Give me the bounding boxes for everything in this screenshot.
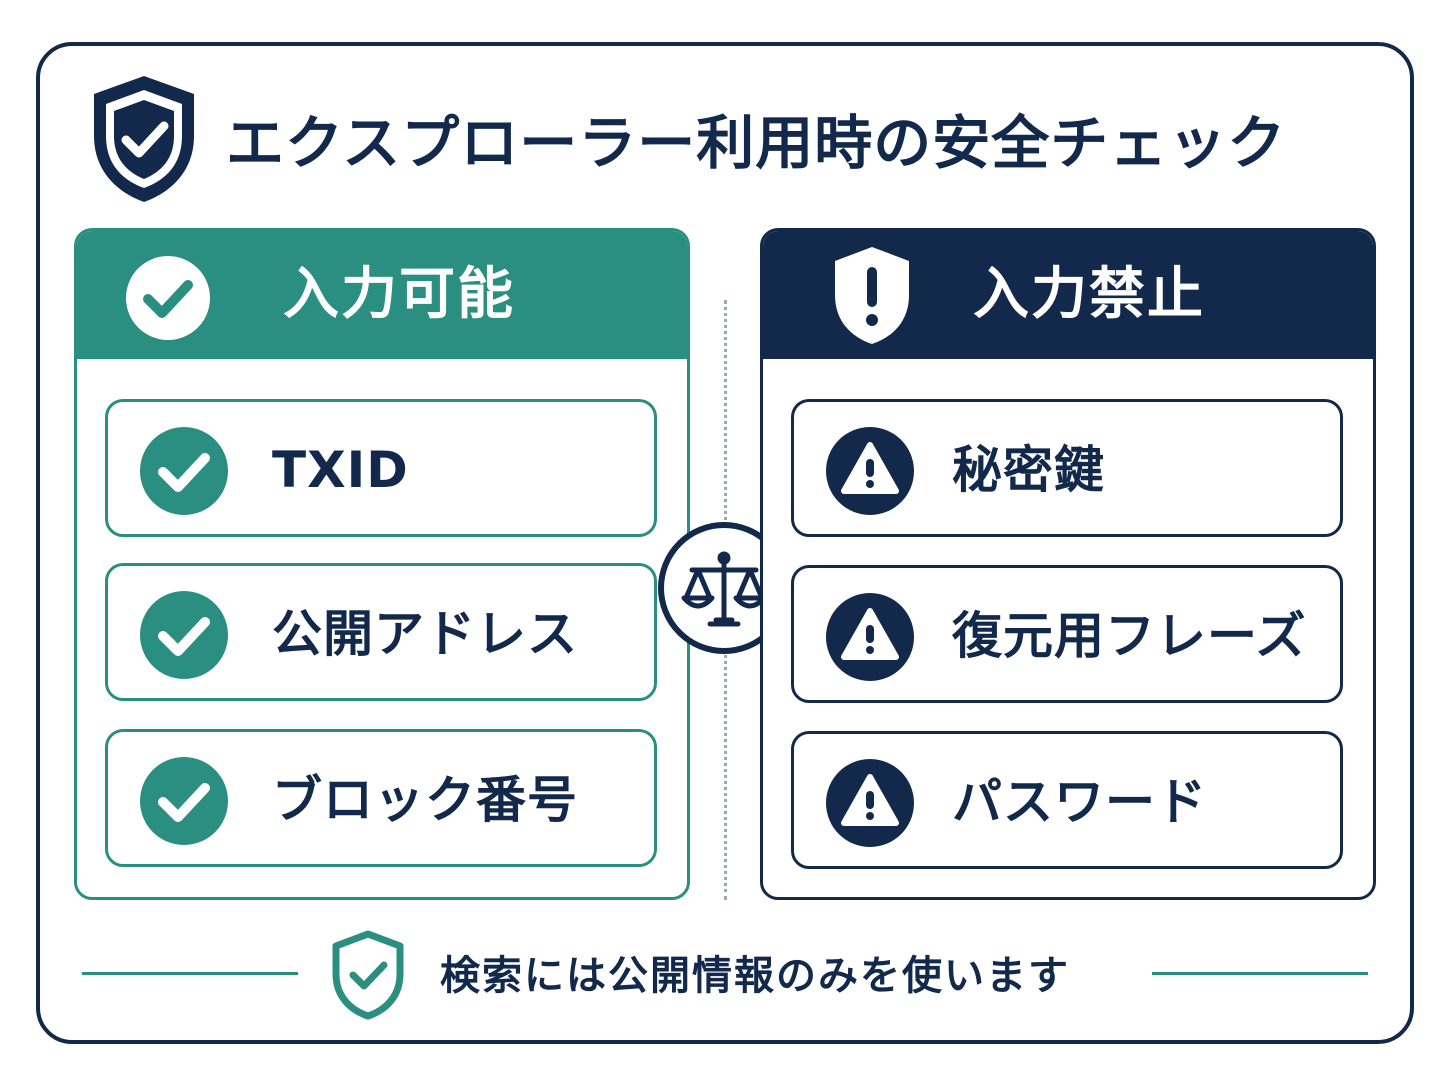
footer-note: 検索には公開情報のみを使います [440, 953, 1070, 999]
forbidden-panel: 入力禁止 秘密鍵 復元用フレーズ パスワード [760, 228, 1376, 900]
allowed-panel: 入力可能 TXID 公開アドレス ブロック番号 [74, 228, 690, 900]
shield-check-icon [332, 930, 404, 1020]
page-title: エクスプローラー利用時の安全チェック [226, 109, 1287, 177]
forbidden-heading: 入力禁止 [973, 262, 1205, 327]
check-circle-icon [140, 591, 228, 679]
allowed-item-txid: TXID [105, 399, 657, 537]
forbidden-item-label: 復元用フレーズ [952, 607, 1307, 665]
shield-check-icon [94, 76, 194, 202]
allowed-item-label: TXID [272, 441, 409, 499]
warning-triangle-icon [826, 759, 914, 847]
scales-icon [681, 551, 767, 627]
forbidden-item-password: パスワード [791, 731, 1343, 869]
scales-badge [658, 522, 790, 654]
allowed-item-block-number: ブロック番号 [105, 729, 657, 867]
footer-rule-right [1152, 972, 1368, 975]
forbidden-panel-header: 入力禁止 [763, 231, 1373, 359]
check-circle-icon [140, 427, 228, 515]
forbidden-item-label: 秘密鍵 [952, 441, 1105, 499]
forbidden-item-private-key: 秘密鍵 [791, 399, 1343, 537]
forbidden-item-recovery-phrase: 復元用フレーズ [791, 565, 1343, 703]
allowed-item-public-address: 公開アドレス [105, 563, 657, 701]
footer-rule-left [82, 972, 298, 975]
forbidden-item-label: パスワード [952, 773, 1207, 831]
warning-triangle-icon [826, 593, 914, 681]
allowed-item-label: ブロック番号 [272, 771, 578, 829]
allowed-heading: 入力可能 [283, 262, 515, 327]
warning-triangle-icon [826, 427, 914, 515]
allowed-item-label: 公開アドレス [272, 605, 578, 663]
check-circle-icon [126, 256, 210, 340]
shield-exclamation-icon [835, 247, 909, 344]
check-circle-icon [140, 757, 228, 845]
allowed-panel-header: 入力可能 [77, 231, 687, 359]
